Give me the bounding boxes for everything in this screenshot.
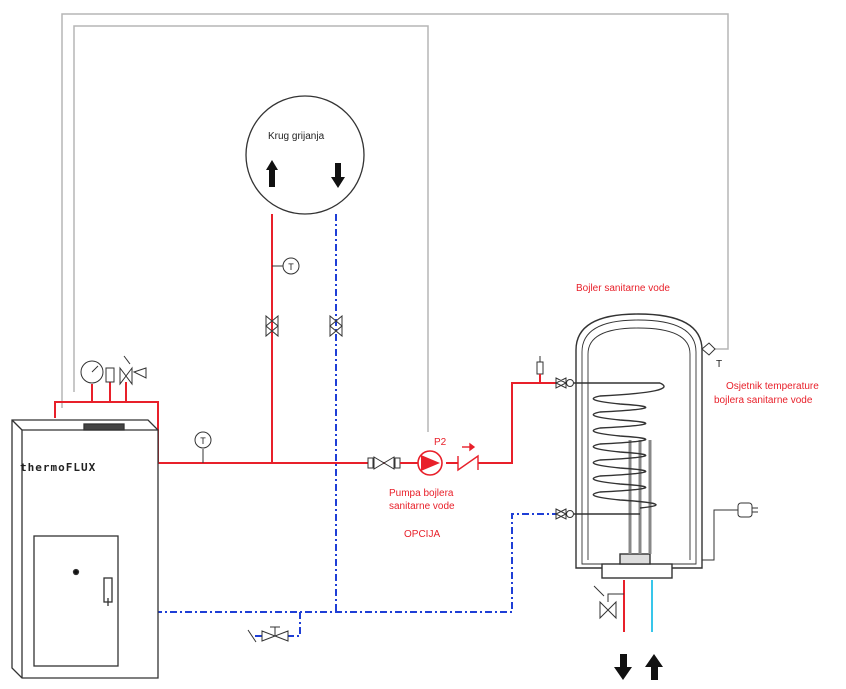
pump-label-line2: sanitarne vode (389, 501, 455, 512)
thermometer-label: T (288, 262, 294, 272)
control-wiring (61, 13, 729, 432)
valve-icon (265, 314, 343, 338)
pump-label-line1: Pumpa bojlera (389, 488, 454, 499)
valve-icon (554, 377, 574, 520)
thermometer-label: T (200, 436, 206, 446)
valve-icon (247, 626, 289, 643)
safety-valve-icon (105, 355, 147, 386)
safety-valve-icon (593, 585, 624, 620)
return-pipes (140, 214, 556, 637)
sensor-label-line1: Osjetnik temperature (726, 381, 819, 392)
sensor-icon (701, 342, 716, 356)
thermoflux-boiler (11, 419, 159, 679)
boiler-title: Bojler sanitarne vode (576, 283, 670, 294)
sensor-label-line2: bojlera sanitarne vode (714, 395, 813, 406)
pump-tag: P2 (434, 437, 447, 448)
supply-pipes (54, 214, 625, 632)
heating-circuit-label: Krug grijanja (268, 131, 325, 142)
brand-logo: thermoFLUX (20, 461, 97, 474)
check-valve-icon (457, 442, 479, 472)
coil-icon (574, 382, 665, 515)
arrow-up-icon (645, 654, 663, 680)
option-label: OPCIJA (404, 529, 441, 540)
manometer-icon (80, 360, 104, 384)
heating-circuit (245, 95, 365, 215)
arrow-up-icon (266, 160, 278, 187)
arrow-down-icon (614, 654, 632, 680)
arrow-down-icon (331, 163, 345, 188)
sensor-tag: T (716, 359, 723, 370)
valve-icon (367, 456, 418, 470)
thermometer-icon (194, 257, 300, 463)
pump-icon (417, 450, 443, 476)
electric-heater-icon (702, 502, 758, 561)
air-vent-icon (536, 356, 544, 383)
